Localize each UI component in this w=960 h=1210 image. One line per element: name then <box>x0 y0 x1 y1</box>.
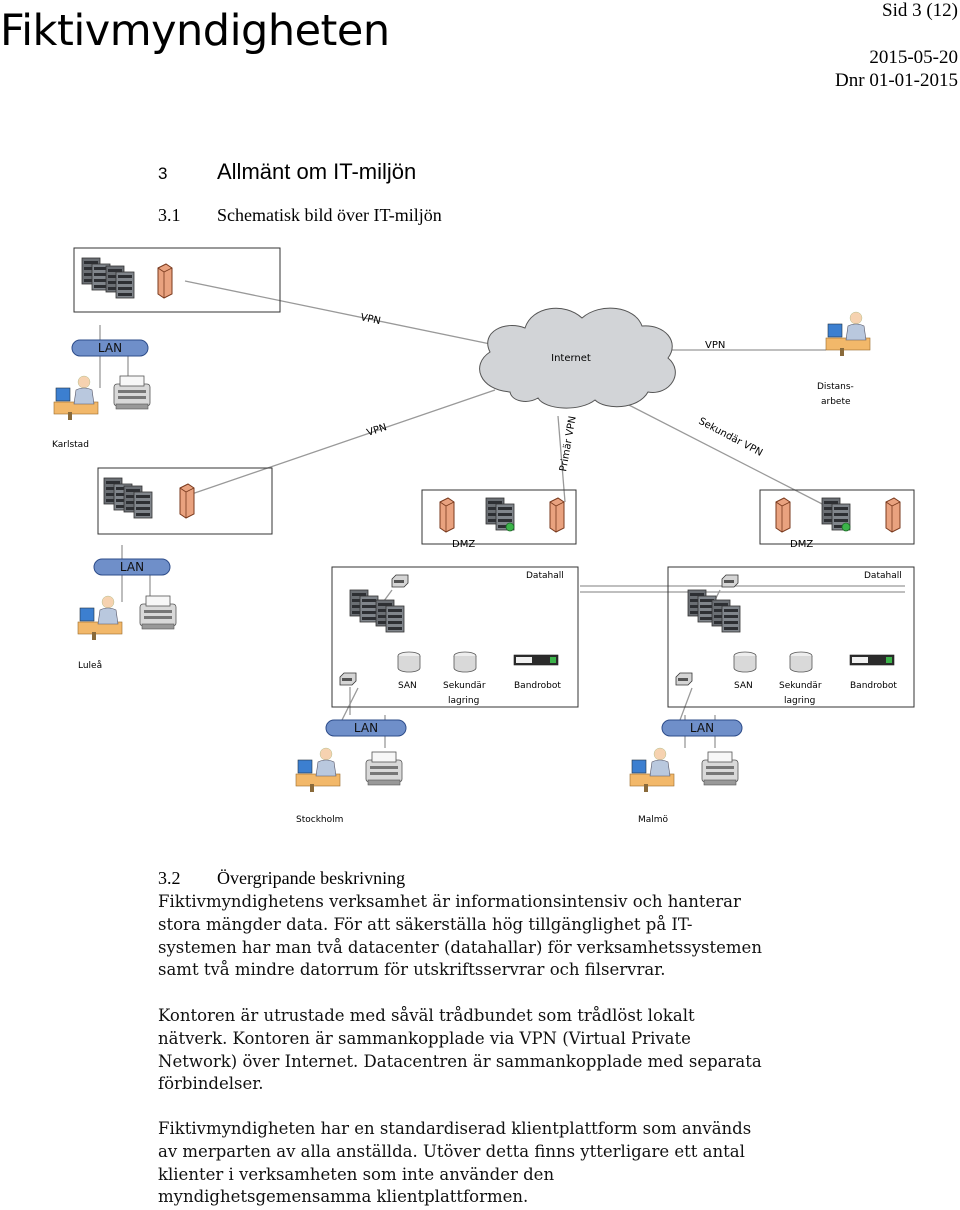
dmz-left-box <box>421 489 577 545</box>
subsection-1-title: Schematisk bild över IT-miljön <box>217 205 442 225</box>
vpn-label-primar: Primär VPN <box>558 415 579 472</box>
tape-robot-label-left: Bandrobot <box>514 681 561 691</box>
user-workstation-icon <box>77 595 123 641</box>
lan-bar-karlstad <box>71 339 149 357</box>
section-title: Allmänt om IT-miljön <box>217 159 417 184</box>
datahall-left-box <box>331 566 579 708</box>
lan-bar-stockholm <box>325 719 407 737</box>
section-number: 3 <box>158 164 168 183</box>
subsection-2-title: Övergripande beskrivning <box>217 868 406 888</box>
firewall-icon <box>157 263 173 299</box>
document-date: 2015-05-20 <box>869 47 958 68</box>
paragraph-line: Fiktivmyndighetens verksamhet är informa… <box>158 892 741 911</box>
lan-label-malmo: LAN <box>690 721 714 735</box>
lan-label-karlstad: LAN <box>98 341 122 355</box>
lan-bar-lulea <box>93 558 171 576</box>
secondary-storage-label-right-1: Sekundär <box>779 681 822 691</box>
printer-icon <box>139 595 177 630</box>
secondary-storage-label-right-2: lagring <box>784 696 815 706</box>
lulea-server-room <box>97 467 273 535</box>
paragraph-1: Fiktivmyndighetens verksamhet är informa… <box>158 891 838 982</box>
paragraph-line: av merparten av alla anställda. Utöver d… <box>158 1141 745 1161</box>
paragraph-line: stora mängder data. För att säkerställa … <box>158 914 693 934</box>
san-label-left: SAN <box>398 681 417 691</box>
paragraph-line: klienter i verksamheten som inte använde… <box>158 1164 555 1184</box>
paragraph-line: samt två mindre datorrum för utskriftsse… <box>158 960 666 980</box>
vpn-label-distans: VPN <box>705 340 725 351</box>
subsection-2-number: 3.2 <box>158 868 181 888</box>
user-workstation-icon <box>53 375 99 421</box>
network-switch-icon <box>339 672 357 686</box>
paragraph-line: Network) över Internet. Datacentren är s… <box>158 1051 762 1071</box>
printer-icon <box>113 375 151 410</box>
vpn-label-karlstad: VPN <box>359 312 381 327</box>
network-switch-icon <box>675 672 693 686</box>
firewall-icon <box>885 497 901 533</box>
vpn-label-lulea: VPN <box>366 422 389 439</box>
tape-robot-icon <box>513 654 559 666</box>
document-reference-number: Dnr 01-01-2015 <box>835 70 958 91</box>
status-indicator-icon <box>841 522 851 532</box>
status-indicator-icon <box>505 522 515 532</box>
storage-disk-icon <box>397 651 421 673</box>
firewall-icon <box>549 497 565 533</box>
paragraph-line: systemen har man två datacenter (datahal… <box>158 937 762 957</box>
lan-bar-malmo <box>661 719 743 737</box>
site-label-lulea: Luleå <box>78 660 102 671</box>
secondary-storage-label-left-2: lagring <box>448 696 479 706</box>
tape-robot-label-right: Bandrobot <box>850 681 897 691</box>
internet-cloud-icon <box>479 307 676 409</box>
server-icon <box>375 599 405 633</box>
storage-disk-icon <box>453 651 477 673</box>
paragraph-3: Fiktivmyndigheten har en standardiserad … <box>158 1118 838 1209</box>
server-icon <box>349 589 379 623</box>
organization-title: Fiktivmyndigheten <box>0 6 390 56</box>
site-label-malmo: Malmö <box>638 815 669 825</box>
storage-disk-icon <box>733 651 757 673</box>
site-label-karlstad: Karlstad <box>52 440 89 450</box>
san-label-right: SAN <box>734 681 753 691</box>
network-switch-icon <box>391 574 409 588</box>
user-workstation-icon <box>629 747 675 793</box>
dmz-label-right: DMZ <box>790 539 813 550</box>
server-icon <box>105 265 135 299</box>
page-number: Sid 3 (12) <box>882 0 958 21</box>
paragraph-line: Kontoren är utrustade med såväl trådbund… <box>158 1006 695 1025</box>
paragraph-line: förbindelser. <box>158 1074 264 1094</box>
storage-disk-icon <box>789 651 813 673</box>
paragraph-2: Kontoren är utrustade med såväl trådbund… <box>158 1005 838 1096</box>
site-label-stockholm: Stockholm <box>296 815 343 825</box>
lan-label-lulea: LAN <box>120 560 144 574</box>
distans-label-line1: Distans- <box>817 382 854 392</box>
user-workstation-icon <box>295 747 341 793</box>
distans-label-line2: arbete <box>821 397 851 407</box>
datahall-label-right: Datahall <box>864 571 902 581</box>
datahall-label-left: Datahall <box>526 571 564 581</box>
firewall-icon <box>439 497 455 533</box>
firewall-icon <box>775 497 791 533</box>
dmz-label-left: DMZ <box>452 539 475 550</box>
printer-icon <box>365 751 403 786</box>
server-icon <box>711 599 741 633</box>
firewall-icon <box>179 483 195 519</box>
secondary-storage-label-left-1: Sekundär <box>443 681 486 691</box>
dmz-right-box <box>759 489 915 545</box>
printer-icon <box>701 751 739 786</box>
subsection-1-number: 3.1 <box>158 205 181 225</box>
paragraph-line: nätverk. Kontoren är sammankopplade via … <box>158 1028 691 1048</box>
karlstad-server-room <box>73 247 281 313</box>
paragraph-line: myndighetsgemensamma klientplattformen. <box>158 1187 529 1207</box>
network-diagram: Internet VPN VPN VPN Primär VPN Sekundär… <box>52 247 915 825</box>
server-icon <box>123 485 153 519</box>
user-workstation-icon <box>825 311 871 357</box>
network-switch-icon <box>721 574 739 588</box>
lan-label-stockholm: LAN <box>354 721 378 735</box>
internet-label: Internet <box>551 353 591 364</box>
tape-robot-icon <box>849 654 895 666</box>
datahall-right-box <box>667 566 915 708</box>
vpn-label-sekundar: Sekundär VPN <box>697 416 765 459</box>
paragraph-line: Fiktivmyndigheten har en standardiserad … <box>158 1119 752 1138</box>
